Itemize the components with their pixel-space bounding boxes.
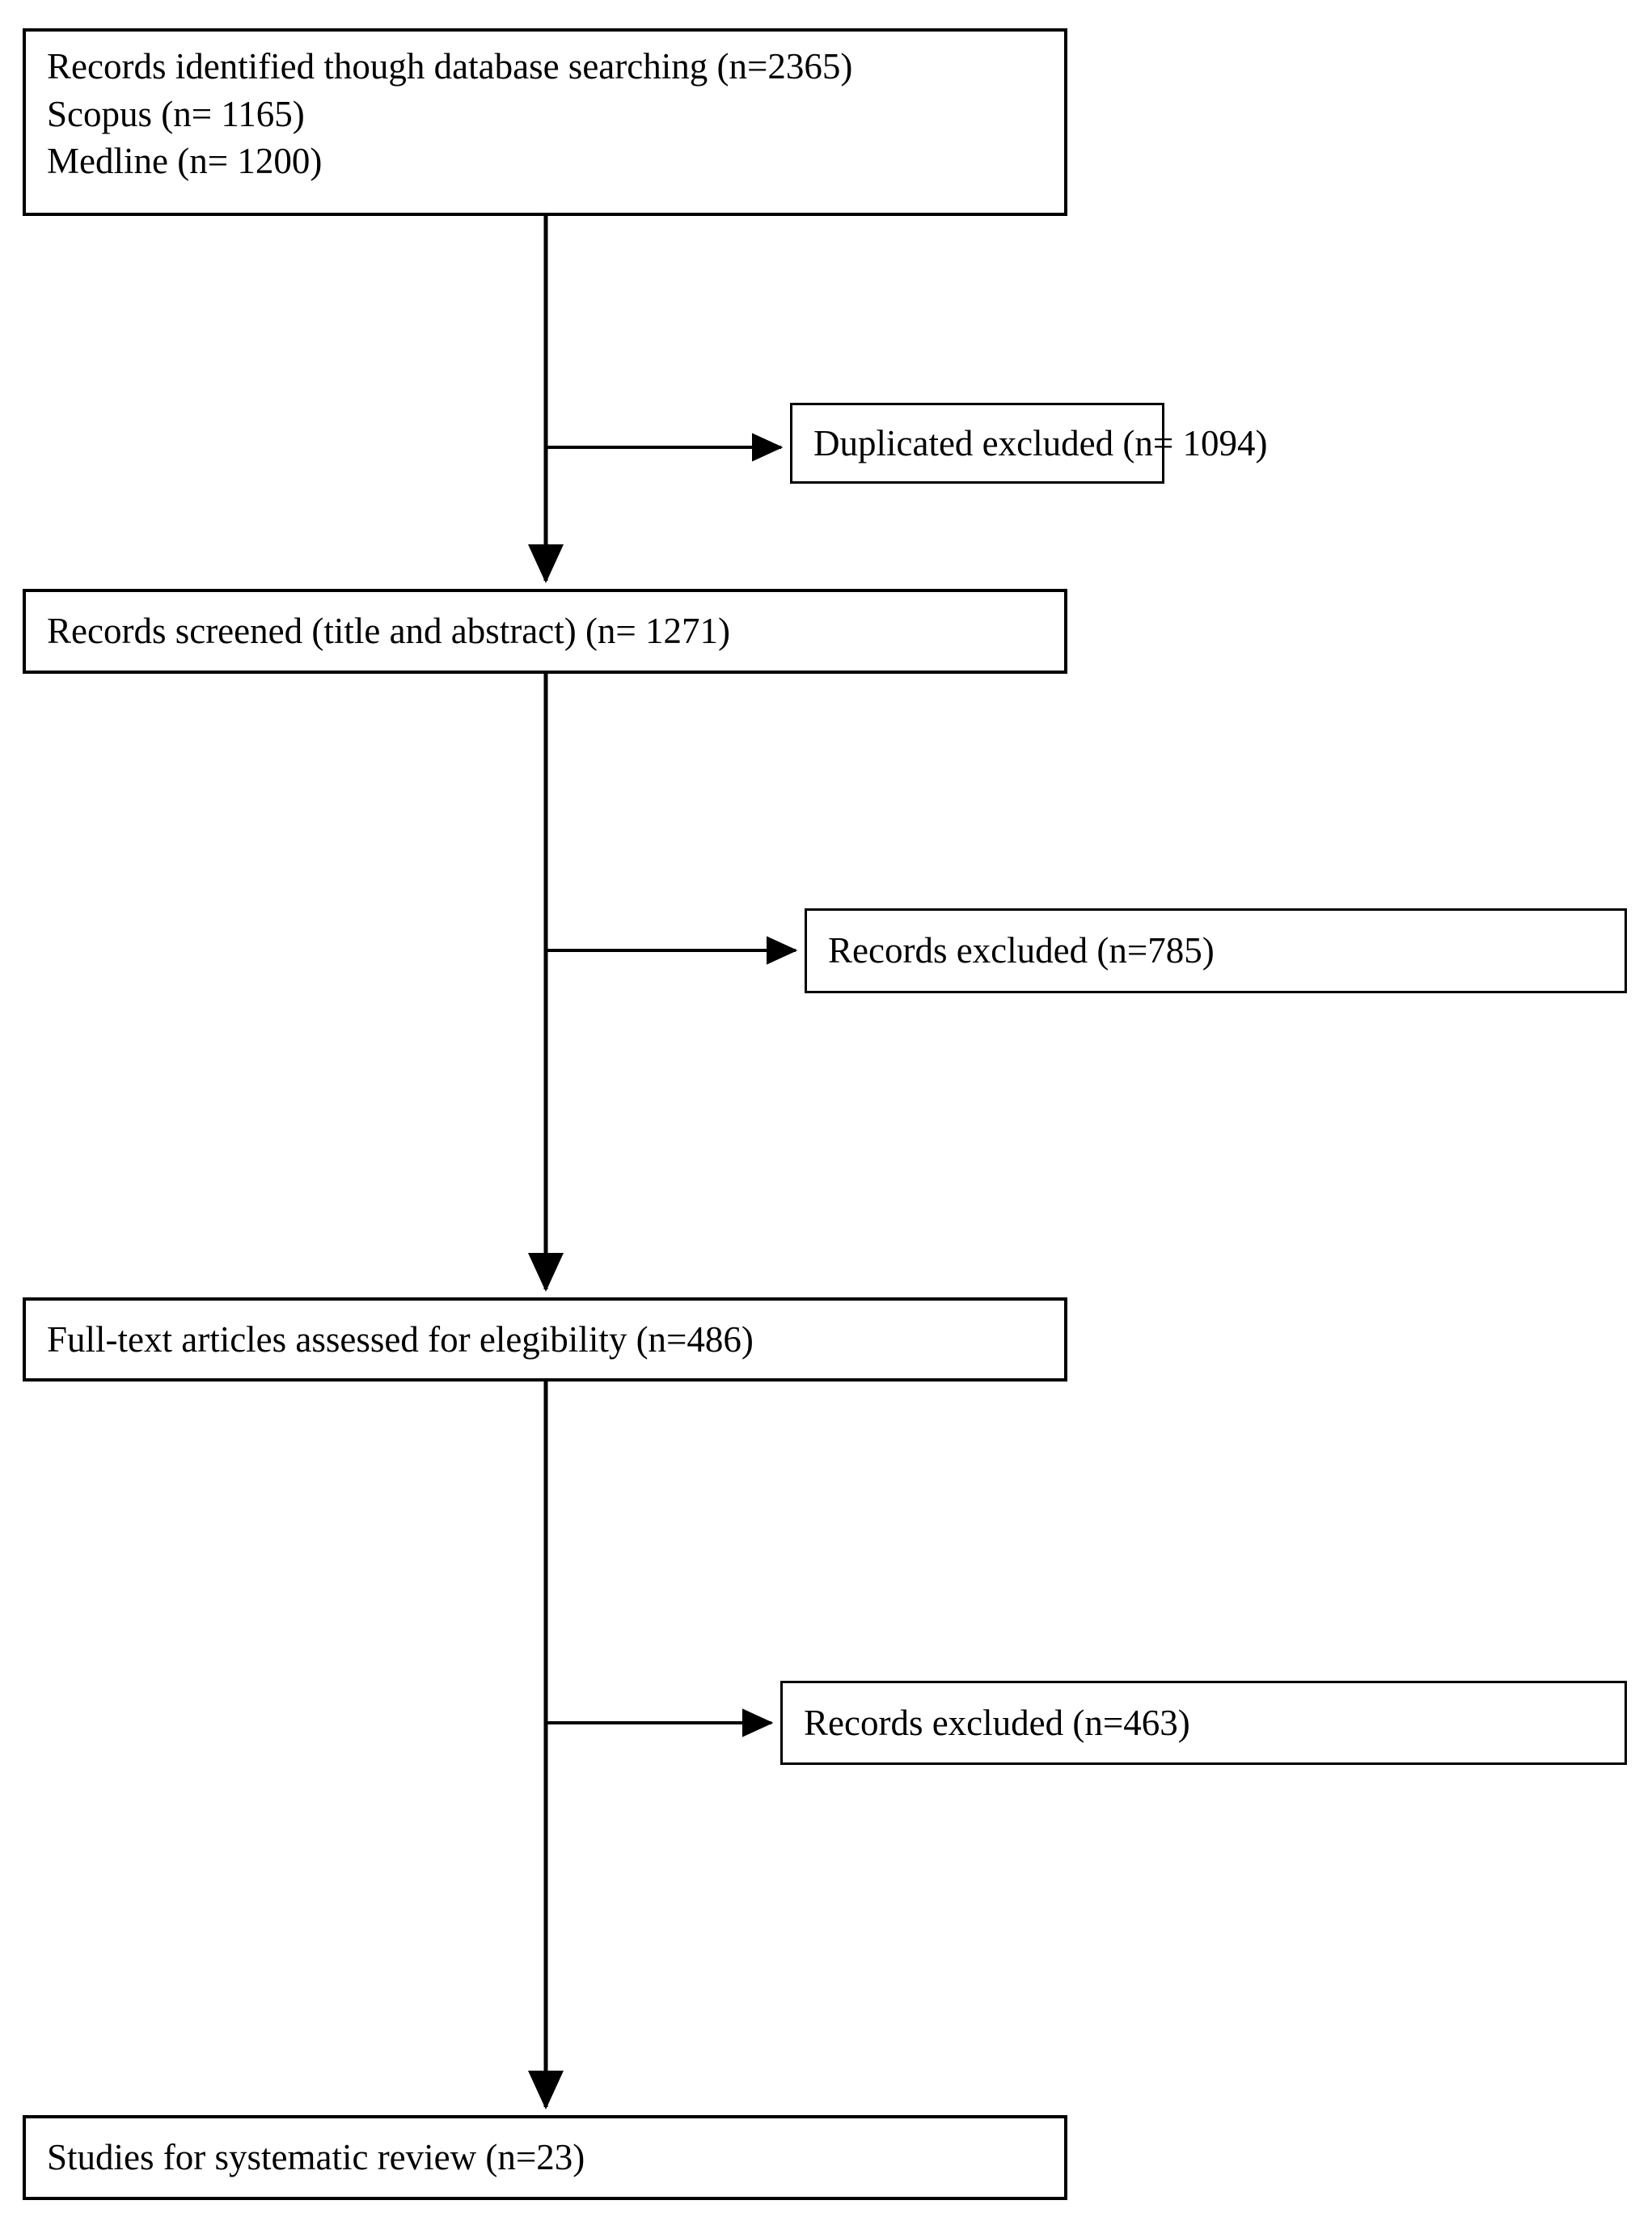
duplicated-excluded-label: Duplicated excluded (n= 1094) [813, 422, 1268, 463]
records-identified-line-1: Records identified though database searc… [47, 46, 853, 87]
records-excluded-screening-label: Records excluded (n=785) [828, 930, 1215, 971]
records-identified-box: Records identified though database searc… [23, 28, 1067, 216]
records-excluded-screening-box: Records excluded (n=785) [805, 908, 1627, 993]
fulltext-assessed-label: Full-text articles assessed for elegibil… [47, 1318, 754, 1360]
records-excluded-fulltext-label: Records excluded (n=463) [804, 1702, 1190, 1743]
duplicated-excluded-box: Duplicated excluded (n= 1094) [790, 403, 1268, 484]
records-screened-label: Records screened (title and abstract) (n… [47, 611, 731, 652]
records-screened-box: Records screened (title and abstract) (n… [23, 589, 1067, 674]
records-identified-line-2: Scopus (n= 1165) [47, 93, 305, 134]
records-identified-line-3: Medline (n= 1200) [47, 141, 323, 181]
studies-included-label: Studies for systematic review (n=23) [47, 2137, 585, 2178]
studies-included-box: Studies for systematic review (n=23) [23, 2115, 1067, 2200]
records-excluded-fulltext-box: Records excluded (n=463) [780, 1681, 1627, 1765]
fulltext-assessed-box: Full-text articles assessed for elegibil… [23, 1297, 1067, 1382]
